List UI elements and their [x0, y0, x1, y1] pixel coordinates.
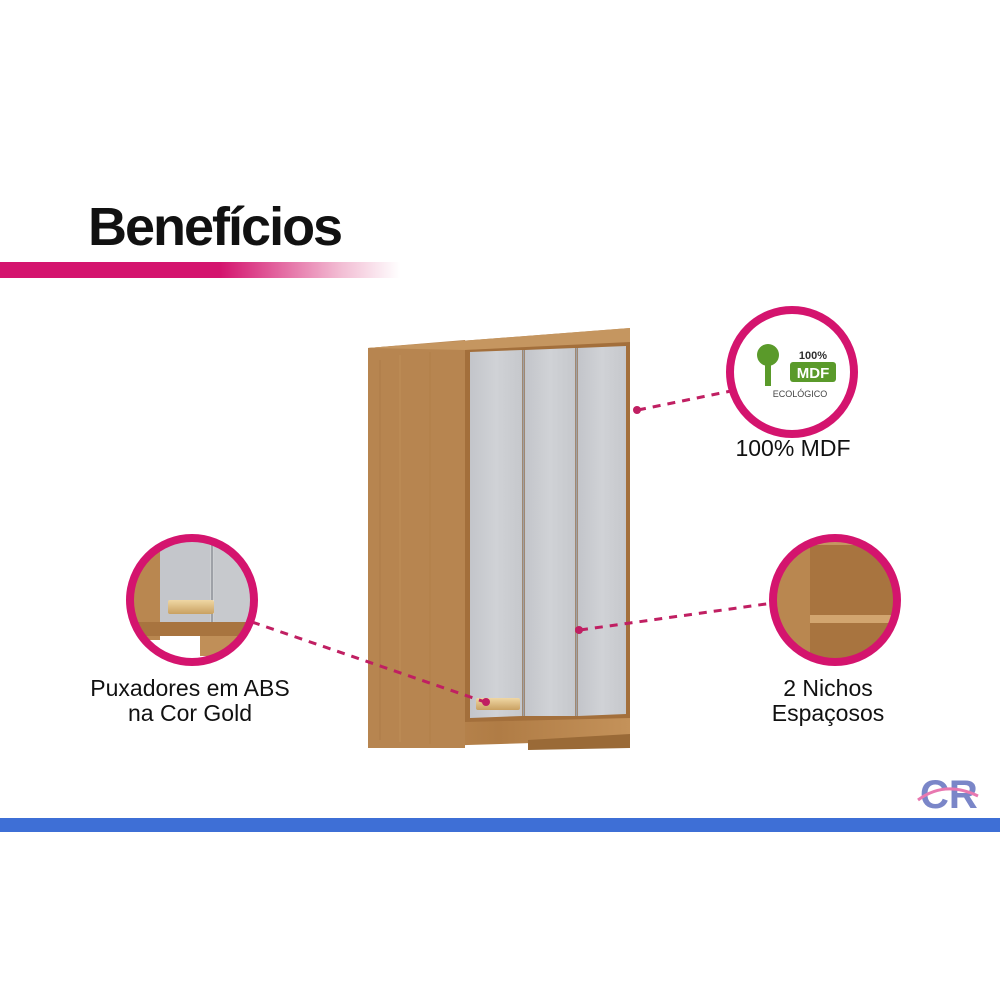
handles-label-line1: Puxadores em ABS [90, 675, 290, 701]
logo-text: CR [920, 773, 978, 817]
connector-lines [251, 388, 774, 706]
tree-icon [757, 344, 779, 366]
badge-main-text: MDF [797, 365, 830, 382]
mdf-label: 100% MDF [735, 435, 851, 461]
handles-label: Puxadores em ABS na Cor Gold [70, 676, 310, 726]
niches-label-line2: Espaçosos [771, 700, 885, 726]
niches-zoom-circle [769, 534, 901, 666]
cr-logo: CR [917, 773, 979, 817]
niches-label: 2 Nichos Espaçosos [748, 676, 908, 726]
bottom-bar [0, 818, 1000, 832]
mdf-badge: 100% MDF ECOLÓGICO [726, 306, 858, 438]
title-underline [0, 262, 400, 278]
badge-bottom-text: ECOLÓGICO [773, 389, 828, 399]
handles-label-line2: na Cor Gold [127, 700, 252, 726]
badge-top-text: 100% [799, 350, 827, 362]
cabinet [368, 328, 630, 750]
page-title: Benefícios [88, 197, 343, 257]
handle-zoom-circle [126, 534, 258, 666]
niches-label-line1: 2 Nichos [783, 675, 873, 701]
